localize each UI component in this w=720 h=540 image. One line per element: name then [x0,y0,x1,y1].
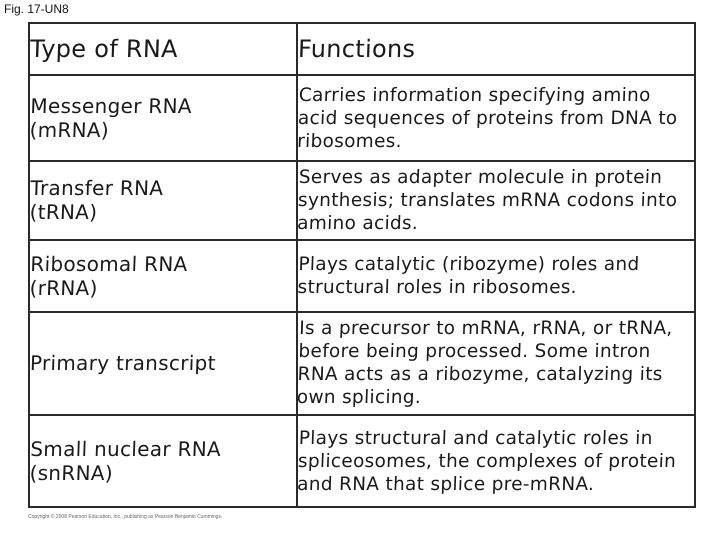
rna-type-name: Messenger RNA [30,94,193,119]
rna-type-name: Small nuclear RNA [30,436,222,461]
rna-function-text: Serves as adapter molecule in protein sy… [296,167,678,235]
rna-type-abbr: (mRNA) [29,118,110,143]
rna-type-name: Transfer RNA [30,176,164,201]
figure-label: Fig. 17-UN8 [4,2,69,16]
table-row: Messenger RNA (mRNA) Carries information… [27,75,697,162]
rna-type-cell: Small nuclear RNA (snRNA) [27,414,299,507]
rna-type-abbr: (tRNA) [29,200,98,225]
table-row: Transfer RNA (tRNA) Serves as adapter mo… [27,161,697,240]
rna-type-name: Ribosomal RNA [30,251,188,276]
rna-function-cell: Serves as adapter molecule in protein sy… [295,161,697,240]
header-functions: Functions [296,23,696,75]
table-row: Primary transcript Is a precursor to mRN… [27,312,697,415]
rna-function-cell: Plays structural and catalytic roles in … [295,414,697,507]
rna-types-table: Type of RNA Functions Messenger RNA (mRN… [27,22,697,508]
table-header-row: Type of RNA Functions [28,23,696,75]
rna-function-cell: Plays catalytic (ribozyme) roles and str… [295,239,697,313]
rna-table-container: Type of RNA Functions Messenger RNA (mRN… [27,22,697,508]
rna-type-name: Primary transcript [29,351,217,376]
rna-type-cell: Primary transcript [27,312,299,415]
rna-function-text: Plays structural and catalytic roles in … [296,427,677,495]
copyright-notice: Copyright © 2008 Pearson Education, Inc.… [28,514,223,520]
rna-function-text: Plays catalytic (ribozyme) roles and str… [297,253,640,298]
rna-type-cell: Messenger RNA (mRNA) [27,75,299,162]
rna-type-abbr: (rRNA) [29,275,99,300]
rna-type-abbr: (snRNA) [29,460,114,485]
header-type-of-rna: Type of RNA [28,23,298,75]
table-row: Small nuclear RNA (snRNA) Plays structur… [27,414,697,507]
rna-function-cell: Is a precursor to mRNA, rRNA, or tRNA, b… [295,312,697,415]
rna-type-cell: Ribosomal RNA (rRNA) [27,239,299,313]
rna-function-cell: Carries information specifying amino aci… [295,75,697,162]
rna-function-text: Carries information specifying amino aci… [296,84,678,152]
rna-function-text: Is a precursor to mRNA, rRNA, or tRNA, b… [296,318,674,409]
rna-type-cell: Transfer RNA (tRNA) [27,161,299,240]
table-row: Ribosomal RNA (rRNA) Plays catalytic (ri… [27,239,697,313]
